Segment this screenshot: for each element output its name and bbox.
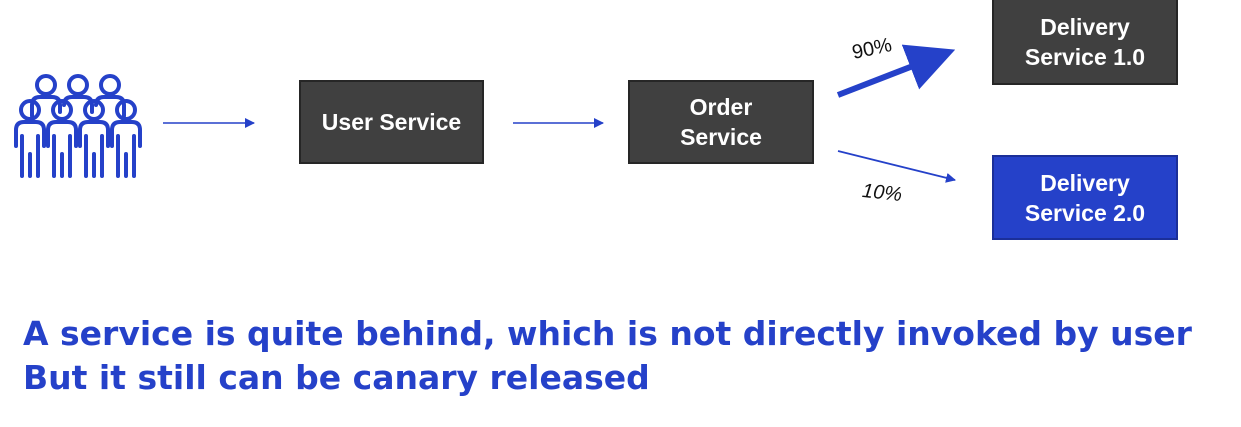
order-service-node: Order Service [628, 80, 814, 164]
canary-release-diagram: User Service Order Service Delivery Serv… [14, 0, 1178, 240]
flow-arrows [163, 44, 956, 183]
user-service-node: User Service [299, 80, 484, 164]
caption-line-2: But it still can be canary released [23, 358, 650, 397]
arrow-order-to-delivery-v2 [837, 150, 956, 183]
users-group-icon [14, 74, 142, 178]
caption: A service is quite behind, which is not … [23, 312, 1223, 400]
traffic-percent-v2-label: 10% [861, 179, 904, 207]
arrow-order-to-delivery-v1 [836, 44, 956, 98]
delivery-service-v1-node: Delivery Service 1.0 [992, 0, 1178, 85]
caption-line-1: A service is quite behind, which is not … [23, 314, 1192, 353]
delivery-service-v2-node: Delivery Service 2.0 [992, 155, 1178, 240]
